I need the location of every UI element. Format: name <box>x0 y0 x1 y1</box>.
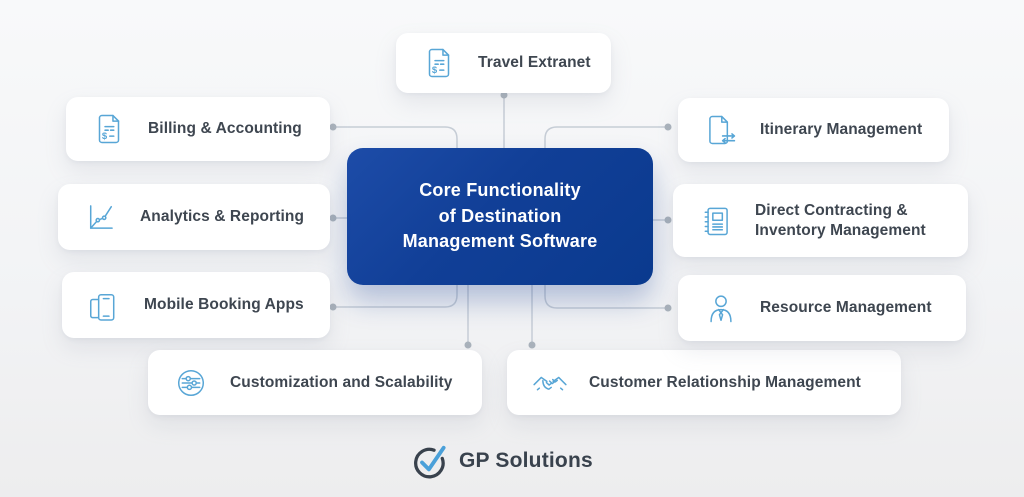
card-label: Resource Management <box>760 299 932 316</box>
card-billing-accounting: $ Billing & Accounting <box>66 97 330 161</box>
connector-dot-resource <box>664 304 672 312</box>
sliders-icon <box>172 364 210 402</box>
center-node: Core Functionality of Destination Manage… <box>347 148 653 285</box>
handshake-icon <box>531 364 569 402</box>
card-itinerary-management: Itinerary Management <box>678 98 949 162</box>
check-circle-logo-icon <box>412 443 450 479</box>
connector-resource <box>544 285 668 309</box>
invoice-document-icon: $ <box>90 110 128 148</box>
connector-dot-crm <box>528 341 536 349</box>
connector-dot-mobile <box>329 303 337 311</box>
connector-dot-direct <box>664 216 672 224</box>
connector-dot-travel <box>500 91 508 99</box>
svg-text:$: $ <box>432 65 438 76</box>
card-label: Customer Relationship Management <box>589 373 861 391</box>
line-chart-icon <box>82 198 120 236</box>
card-label: Travel Extranet <box>478 54 591 71</box>
card-analytics-reporting: Analytics & Reporting <box>58 184 330 250</box>
card-resource-management: Resource Management <box>678 275 966 341</box>
connector-billing <box>333 126 458 148</box>
notebook-icon <box>697 202 735 240</box>
connector-itinerary <box>544 126 668 148</box>
document-transfer-icon <box>702 111 740 149</box>
card-mobile-booking-apps: Mobile Booking Apps <box>62 272 330 338</box>
card-direct-contracting-inventory: Direct Contracting & Inventory Managemen… <box>673 184 968 257</box>
invoice-document-icon: $ <box>420 44 458 82</box>
connector-dot-customization <box>464 341 472 349</box>
card-label: Analytics & Reporting <box>140 208 305 225</box>
card-customer-relationship-management: Customer Relationship Management <box>507 350 901 415</box>
brand-name: GP Solutions <box>459 449 593 472</box>
card-customization-scalability: Customization and Scalability <box>148 350 482 415</box>
card-travel-extranet: $ Travel Extranet <box>396 33 611 93</box>
smartphones-icon <box>86 286 124 324</box>
card-label: Itinerary Management <box>760 121 923 138</box>
person-tie-icon <box>702 289 740 327</box>
connector-mobile <box>333 285 458 308</box>
card-label: Direct Contracting & Inventory Managemen… <box>755 201 926 239</box>
card-label: Mobile Booking Apps <box>144 296 304 313</box>
svg-text:$: $ <box>102 131 108 142</box>
connector-dot-billing <box>329 123 337 131</box>
diagram-title: Core Functionality of Destination Manage… <box>402 180 598 252</box>
card-label: Billing & Accounting <box>148 120 302 137</box>
card-label: Customization and Scalability <box>230 373 453 391</box>
brand-logo: GP Solutions <box>412 443 593 479</box>
connector-dot-analytics <box>329 214 337 222</box>
connector-dot-itinerary <box>664 123 672 131</box>
